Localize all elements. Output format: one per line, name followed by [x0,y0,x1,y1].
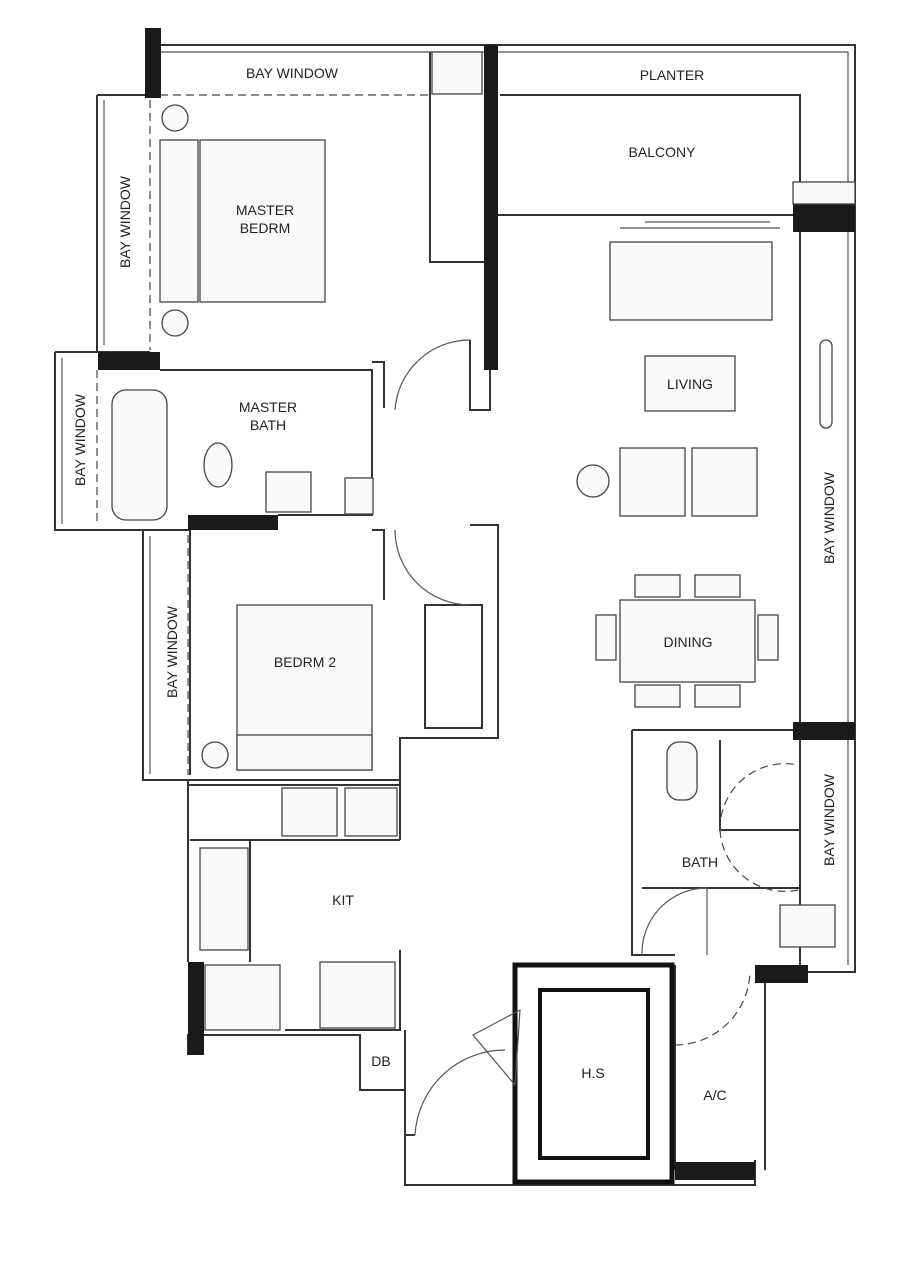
label-hs: H.S [581,1065,604,1081]
label-bath: BATH [682,854,718,870]
label-bedrm-2: BEDRM 2 [274,654,336,670]
label-bay-window-master: BAY WINDOW [117,175,133,268]
label-bay-window-bedrm2: BAY WINDOW [164,605,180,698]
door-swings [394,339,799,1136]
label-kit: KIT [332,892,354,908]
label-master-bedrm-2: BEDRM [240,220,291,236]
label-master-bedrm-1: MASTER [236,202,294,218]
label-bay-window-bath2: BAY WINDOW [821,773,837,866]
label-living: LIVING [667,376,713,392]
label-balcony: BALCONY [629,144,697,160]
label-planter: PLANTER [640,67,705,83]
label-bay-window-top: BAY WINDOW [246,65,339,81]
label-bay-window-right: BAY WINDOW [821,471,837,564]
furniture [111,51,856,1031]
label-bay-window-bath: BAY WINDOW [72,393,88,486]
label-dining: DINING [664,634,713,650]
room-labels: BAY WINDOW PLANTER BALCONY MASTER BEDRM … [72,65,837,1103]
label-master-bath-1: MASTER [239,399,297,415]
household-shelter [512,962,675,1185]
structural-columns [98,28,855,1180]
label-ac: A/C [703,1087,726,1103]
label-master-bath-2: BATH [250,417,286,433]
label-db: DB [371,1053,390,1069]
interior-walls [160,52,800,1170]
